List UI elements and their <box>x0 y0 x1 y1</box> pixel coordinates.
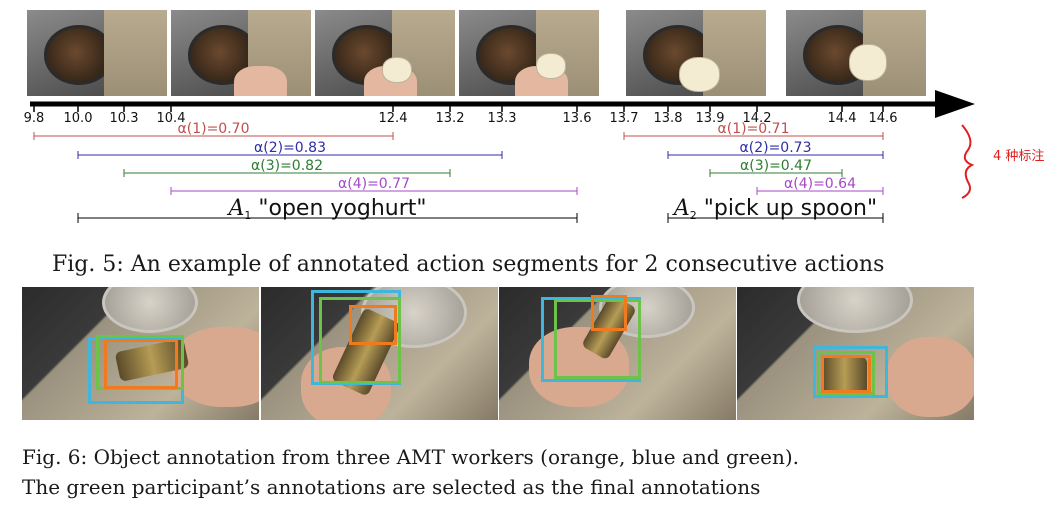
segment-label: α(2)=0.83 <box>254 140 326 156</box>
segment-label: α(2)=0.73 <box>740 140 812 156</box>
annotation-brace <box>961 124 975 199</box>
action-label: A1 "open yoghurt" <box>226 196 426 222</box>
segment-label: α(1)=0.70 <box>178 121 250 137</box>
tick-label: 9.8 <box>24 111 45 126</box>
bbox-green <box>554 299 641 379</box>
bbox-orange <box>821 355 871 393</box>
action-label: A2 "pick up spoon" <box>672 196 877 222</box>
object-photo <box>261 287 498 420</box>
segment-label: α(3)=0.47 <box>740 158 812 174</box>
object-photo <box>22 287 259 420</box>
timeline-arrowhead <box>935 90 975 118</box>
tick-label: 14.6 <box>869 111 898 126</box>
figure-5: 9.8 10.0 10.3 10.4 12.4 13.2 13.3 13.6 13.7 13.8 1… <box>0 0 1063 250</box>
segment-label: α(4)=0.77 <box>338 176 410 192</box>
tick-label: 13.3 <box>488 111 517 126</box>
video-frame <box>315 10 455 96</box>
tick-label: 14.4 <box>828 111 857 126</box>
tick-label: 13.6 <box>563 111 592 126</box>
segment-label: α(1)=0.71 <box>718 121 790 137</box>
object-photo <box>737 287 974 420</box>
figure-5-caption: Fig. 5: An example of annotated action s… <box>52 252 885 277</box>
video-frame <box>27 10 167 96</box>
bbox-orange <box>591 295 627 331</box>
object-photo <box>499 287 736 420</box>
tick-label: 10.4 <box>157 111 186 126</box>
video-frame <box>786 10 926 96</box>
bbox-blue <box>813 346 888 398</box>
bbox-green <box>319 297 401 384</box>
tick-label: 13.9 <box>696 111 725 126</box>
tick-label: 13.2 <box>436 111 465 126</box>
video-frame <box>171 10 311 96</box>
timeline-diagram: 9.8 10.0 10.3 10.4 12.4 13.2 13.3 13.6 13.7 13.8 1… <box>24 90 1044 223</box>
tick-label: 13.8 <box>654 111 683 126</box>
video-frame <box>626 10 766 96</box>
segment-label: α(3)=0.82 <box>251 158 323 174</box>
tick-label: 12.4 <box>379 111 408 126</box>
annotation-note: 4 种标注 <box>993 149 1044 164</box>
bbox-orange <box>349 305 397 345</box>
bbox-orange <box>104 339 178 389</box>
tick-label: 13.7 <box>610 111 639 126</box>
tick-label: 10.3 <box>110 111 139 126</box>
figure-6-caption-line-2: The green participant’s annotations are … <box>22 475 761 499</box>
video-frame <box>459 10 599 96</box>
bbox-green <box>817 351 875 395</box>
tick-label: 14.2 <box>743 111 772 126</box>
segment-label: α(4)=0.64 <box>784 176 856 192</box>
tick-label: 10.0 <box>64 111 93 126</box>
figure-6-caption-line-1: Fig. 6: Object annotation from three AMT… <box>22 445 800 469</box>
